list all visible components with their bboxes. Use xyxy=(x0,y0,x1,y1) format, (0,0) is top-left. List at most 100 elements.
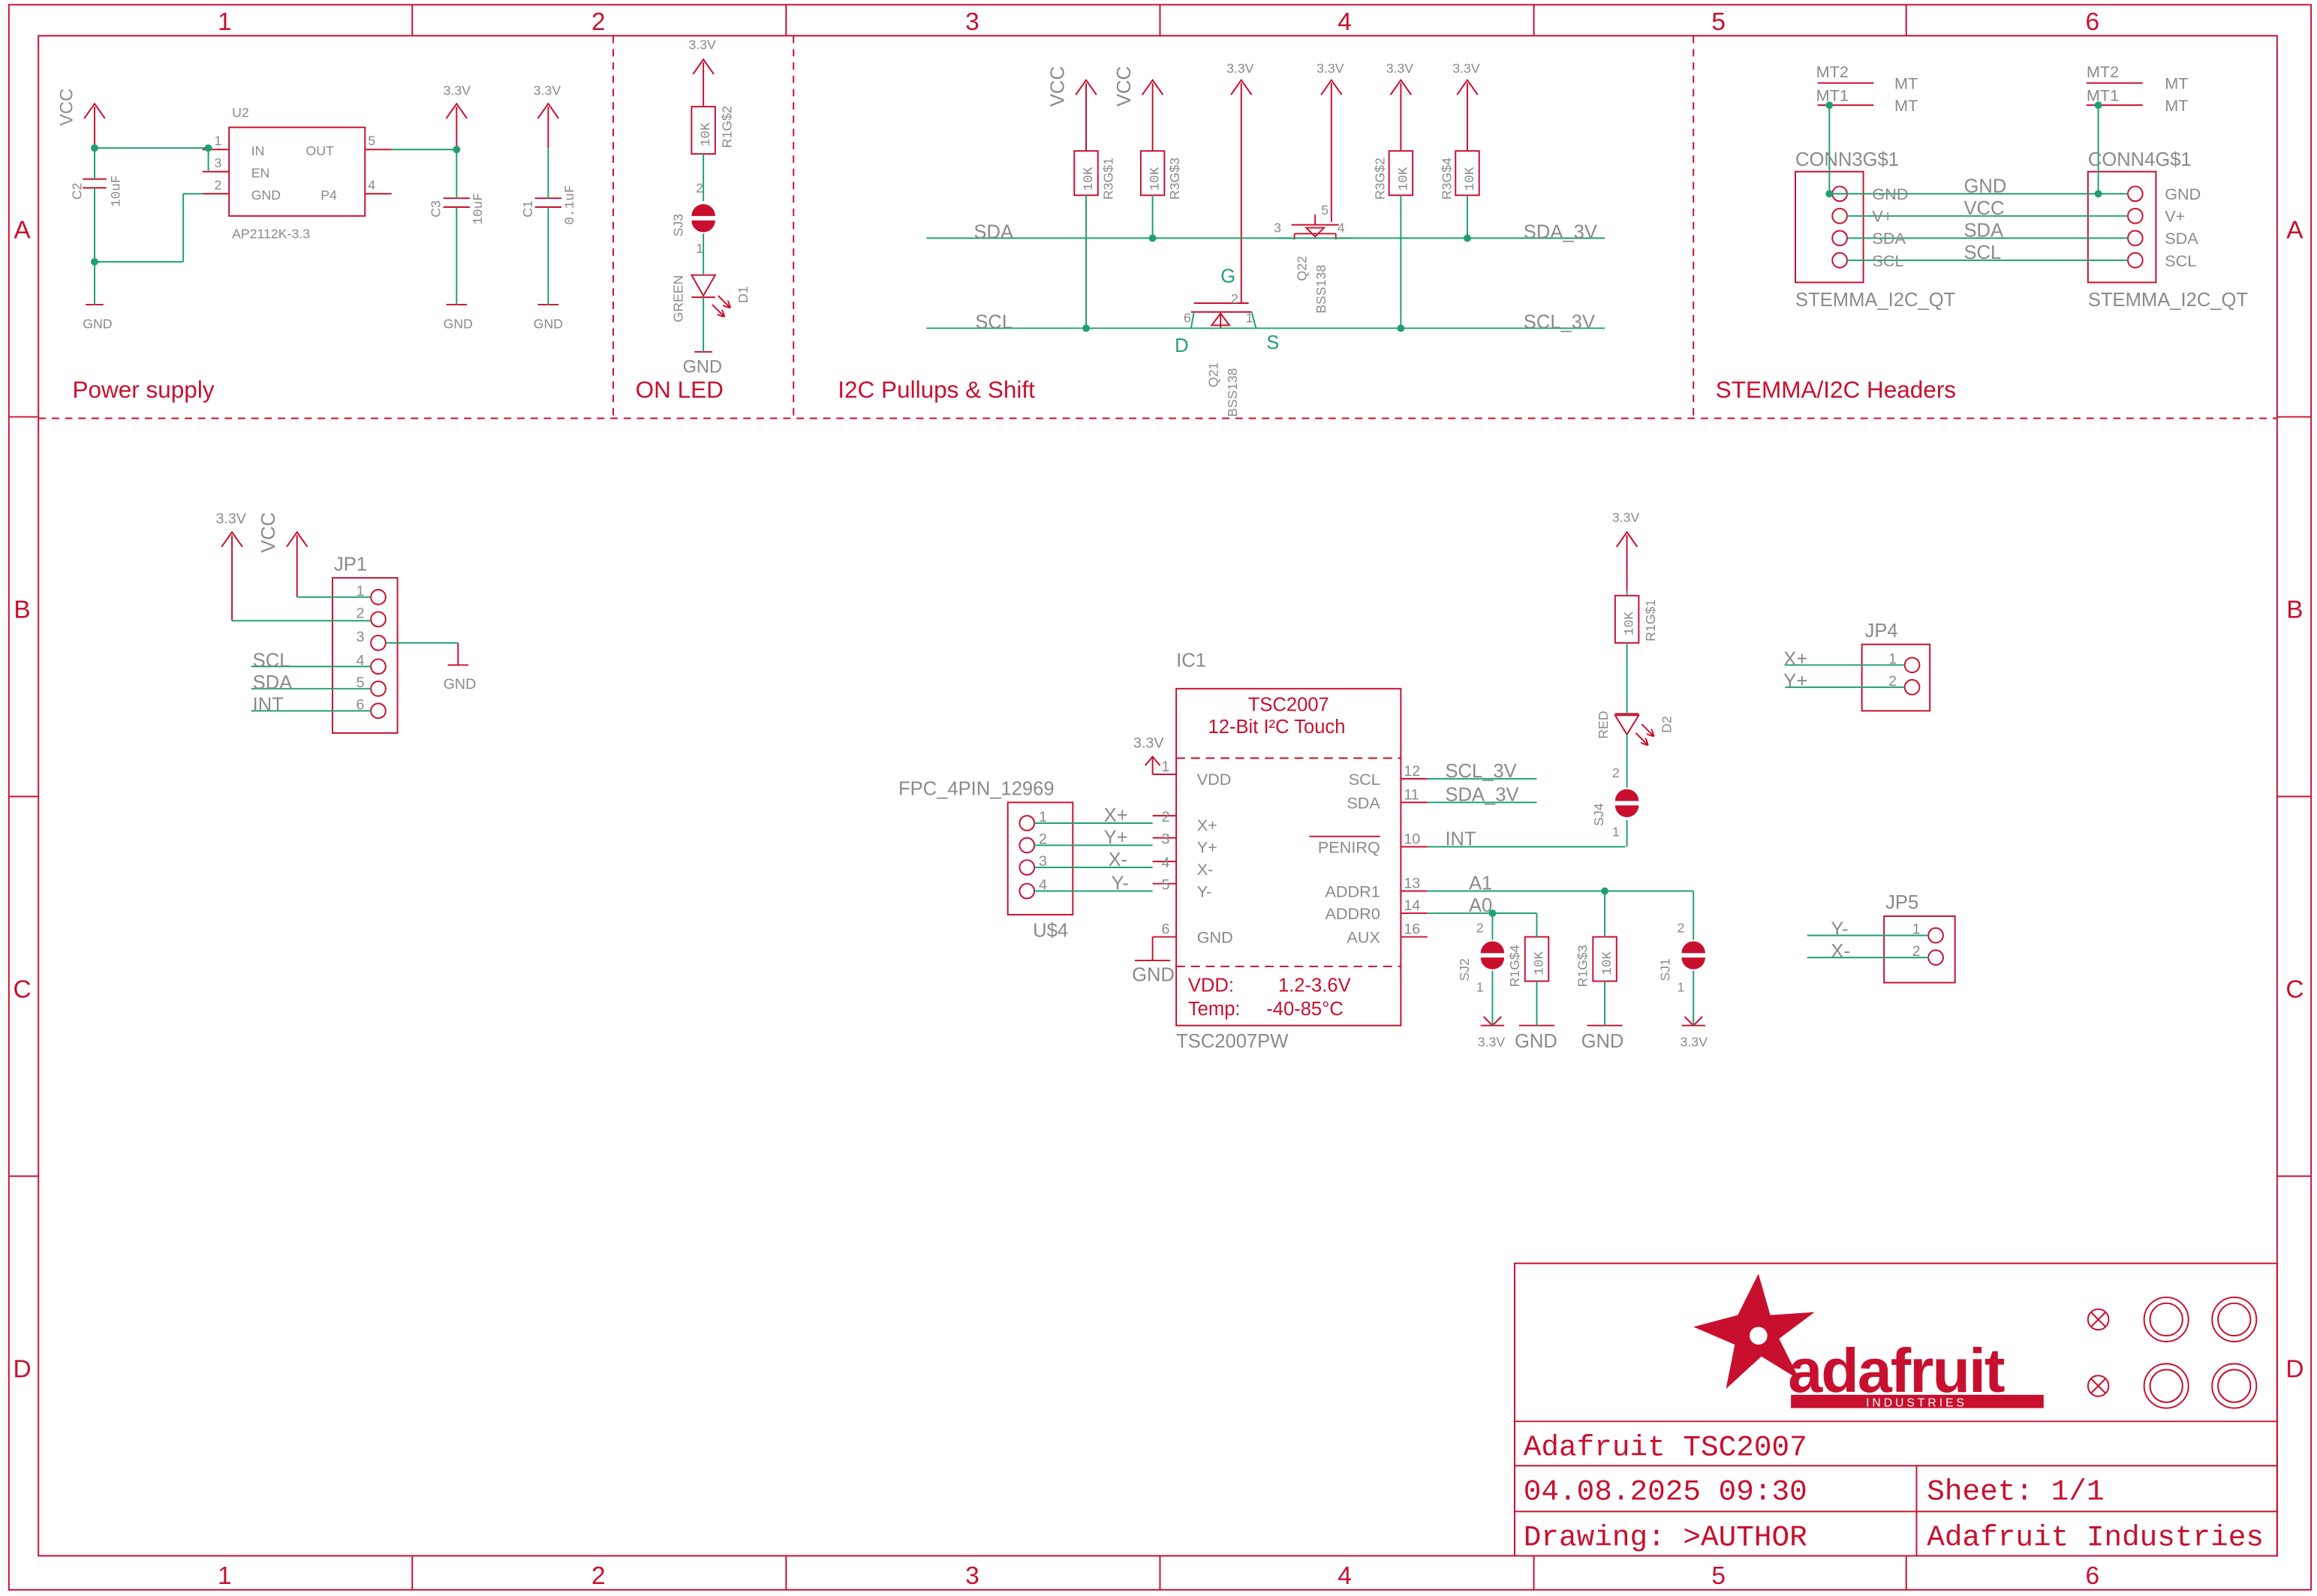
c3-value: 10uF xyxy=(471,193,486,225)
v33-label: 3.3V xyxy=(1316,61,1344,76)
d2-name: D2 xyxy=(1660,716,1675,733)
pin-label: SDA xyxy=(1872,229,1906,248)
pin-number: 1 xyxy=(696,241,703,256)
pin-label: Y+ xyxy=(1197,837,1217,856)
gnd-label: GND xyxy=(683,358,722,377)
pin-number: 1 xyxy=(214,133,221,148)
row-label: D xyxy=(13,1355,31,1383)
mt1-label: MT1 xyxy=(1816,86,1849,104)
net-sda-3v: SDA_3V xyxy=(1524,221,1597,242)
section-title-onled: ON LED xyxy=(636,376,724,403)
pin-number: 1 xyxy=(356,583,364,600)
vcc-label: VCC xyxy=(1048,66,1069,107)
r1g3-name: R1G$3 xyxy=(1575,945,1590,987)
row-label: B xyxy=(14,596,30,624)
pin-number: 4 xyxy=(356,652,364,669)
pin-label: AUX xyxy=(1347,927,1380,946)
pin-label: SCL xyxy=(1872,251,1903,270)
jp5-name: JP5 xyxy=(1885,892,1918,913)
conn4-value: STEMMA_I2C_QT xyxy=(2088,290,2249,311)
jp4-box xyxy=(1861,643,1931,712)
pin-label: VDD xyxy=(1197,770,1232,789)
pin-number: 4 xyxy=(368,177,375,192)
row-label: B xyxy=(2286,596,2303,624)
pin-number: 2 xyxy=(1678,921,1685,936)
pin-number: 5 xyxy=(1161,877,1169,894)
fpc-name: FPC_4PIN_12969 xyxy=(898,779,1055,800)
net-a0: A0 xyxy=(1469,895,1492,916)
stemma-headers-section: MT2 MT1 MT MT MT2 MT1 MT MT GND V+ SDA S… xyxy=(1795,62,2248,311)
net-int: INT xyxy=(253,694,284,715)
source-label: S xyxy=(1266,332,1279,353)
r3g4-name: R3G$4 xyxy=(1439,158,1454,200)
pin-number: 4 xyxy=(1039,877,1047,894)
v33-label: 3.3V xyxy=(1452,61,1480,76)
logo-text: adafruit xyxy=(1788,1336,2005,1405)
net-label: X+ xyxy=(1783,648,1807,669)
r-name: R1G$2 xyxy=(720,106,735,148)
net-label: SCL xyxy=(1963,242,2001,263)
d1-name: D1 xyxy=(736,286,751,303)
temp-label: Temp: xyxy=(1188,999,1241,1020)
v33-label: 3.3V xyxy=(1386,61,1414,76)
r-value: 10K xyxy=(699,122,714,146)
column-label: 1 xyxy=(218,8,232,36)
pin-number: 6 xyxy=(1184,311,1191,326)
pin-number: 1 xyxy=(1912,921,1921,938)
section-title-i2c: I2C Pullups & Shift xyxy=(838,376,1035,403)
column-label: 3 xyxy=(965,1562,979,1590)
pin-number: 6 xyxy=(356,696,364,713)
c1-name: C1 xyxy=(520,200,535,218)
pin-label: SDA xyxy=(2165,229,2198,248)
pin-number: 2 xyxy=(1231,291,1238,306)
v33-label: 3.3V xyxy=(444,83,471,98)
q21-value: BSS138 xyxy=(1225,368,1240,416)
pin-label: GND xyxy=(2165,185,2201,203)
column-label: 5 xyxy=(1711,1562,1726,1590)
drawing-author: Drawing: >AUTHOR xyxy=(1524,1521,1807,1555)
pin-number: 3 xyxy=(1161,831,1169,848)
net-scl-3v: SCL_3V xyxy=(1524,311,1595,332)
vdd-value: 1.2-3.6V xyxy=(1278,975,1351,996)
pin-number: 2 xyxy=(1612,765,1620,780)
ic1-title: TSC2007 xyxy=(1248,694,1329,715)
title-block-box xyxy=(1513,1262,2278,1557)
jp1-name: JP1 xyxy=(334,554,367,575)
column-label: 3 xyxy=(965,8,979,36)
pin-number: 11 xyxy=(1404,786,1419,803)
pin-number: 5 xyxy=(1321,203,1329,218)
sj3-jumper xyxy=(691,204,715,233)
pin-label: ADDR0 xyxy=(1325,904,1380,923)
net-label: Y- xyxy=(1831,919,1848,940)
drawing-frame xyxy=(8,4,2312,1591)
sj2-jumper xyxy=(1480,941,1505,969)
c3-name: C3 xyxy=(429,200,444,218)
adafruit-logo: adafruit INDUSTRIES xyxy=(1693,1273,2044,1410)
net-sda: SDA xyxy=(973,221,1014,242)
mt-label: MT xyxy=(2165,96,2188,115)
section-title-power: Power supply xyxy=(72,376,214,403)
pin-label: Y- xyxy=(1197,882,1212,900)
column-label: 6 xyxy=(2085,8,2099,36)
pin-label: PENIRQ xyxy=(1318,837,1380,856)
pin-number: 13 xyxy=(1404,876,1420,892)
gnd-label: GND xyxy=(1132,965,1175,986)
u2-regulator-box xyxy=(228,126,366,217)
q22-name: Q22 xyxy=(1294,256,1309,281)
pin-number: 1 xyxy=(1161,759,1169,775)
column-label: 6 xyxy=(2085,1562,2099,1590)
row-label: A xyxy=(2286,216,2303,244)
column-label: 5 xyxy=(1711,8,1726,36)
v33-label: 3.3V xyxy=(1226,61,1254,76)
jp1-header: 1 2 3 4 5 6 3.3V GND JP1 SCL SDA INT VCC xyxy=(215,510,476,734)
pin-number: 4 xyxy=(1161,855,1169,871)
v33-label: 3.3V xyxy=(1478,1034,1506,1049)
pin-number: 12 xyxy=(1404,763,1420,780)
pin-number: 14 xyxy=(1404,897,1420,914)
r-value: 10K xyxy=(1082,167,1097,191)
r-value: 10K xyxy=(1532,951,1547,975)
pin-label: SCL xyxy=(1349,770,1380,789)
pin-label: X- xyxy=(1197,860,1214,879)
pin-number: 2 xyxy=(1161,809,1169,825)
